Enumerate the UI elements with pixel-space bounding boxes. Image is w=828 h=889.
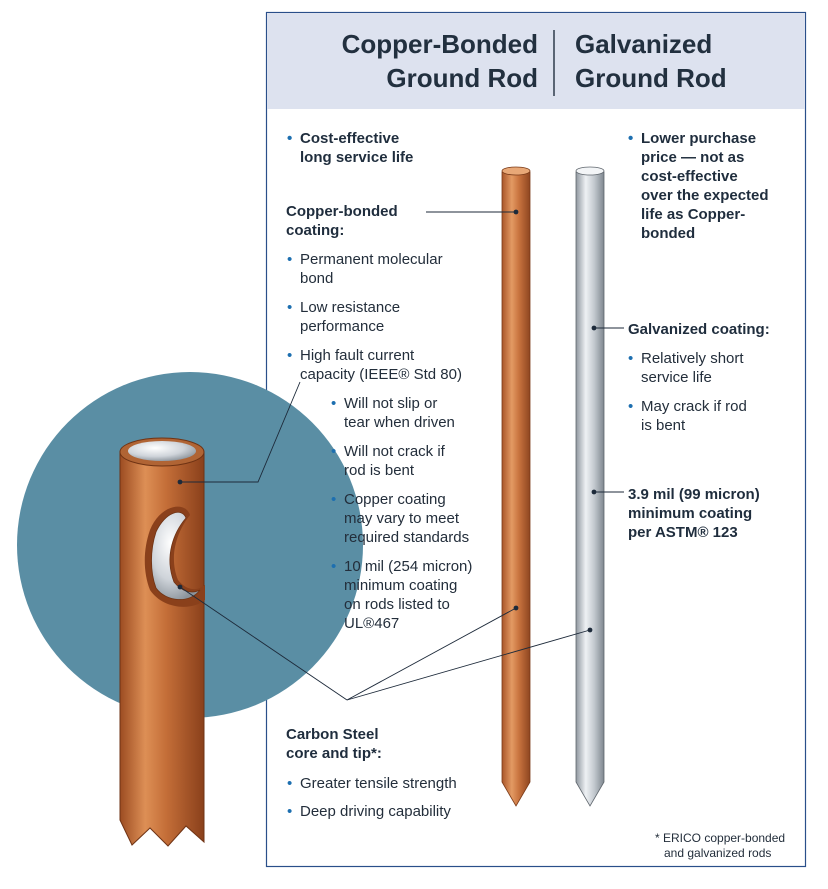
galv-top-bullet-line5: life as Copper- — [641, 206, 746, 223]
copper-bullet-3-line2: capacity (IEEE® Std 80) — [300, 366, 462, 383]
core-heading-line1: Carbon Steel — [286, 726, 379, 743]
copper-top-bullet-line2: long service life — [300, 149, 414, 166]
copper-sub-bullet-4-line1: 10 mil (254 micron) — [331, 557, 472, 576]
galv-top-bullet-line2: price — not as — [641, 149, 745, 166]
copper-coating-heading-line2: coating: — [286, 222, 345, 239]
copper-bullet-1-line2: bond — [300, 270, 334, 287]
copper-bullet-1-line1: Permanent molecular — [287, 250, 443, 269]
galv-bullet-2-line2: is bent — [641, 417, 686, 434]
copper-bullet-3-line1: High fault current — [287, 346, 414, 365]
header-copper-title-line1: Copper-Bonded — [341, 29, 538, 59]
copper-top-bullet-line1: Cost-effective — [287, 129, 399, 148]
copper-sub-bullet-2-line2: rod is bent — [344, 462, 415, 479]
galv-bullet-2-line1: May crack if rod — [628, 397, 747, 416]
copper-bullet-2-line1: Low resistance — [287, 298, 400, 317]
copper-sub-bullet-4-line2: minimum coating — [344, 577, 458, 594]
copper-sub-bullet-3-line1: Copper coating — [331, 490, 446, 509]
copper-sub-bullet-2-line1: Will not crack if — [331, 442, 445, 461]
galv-top-bullet-line6: bonded — [641, 225, 696, 242]
copper-sub-bullet-4-line4: UL®467 — [344, 615, 400, 632]
copper-sub-bullet-3-line2: may vary to meet — [344, 510, 460, 527]
copper-bonded-rod — [501, 166, 531, 807]
galv-spec-line3: per ASTM® 123 — [628, 524, 738, 541]
header-band — [267, 13, 805, 109]
galv-top-bullet-line1: Lower purchase — [628, 129, 756, 148]
copper-sub-bullet-3-line3: required standards — [344, 529, 470, 546]
core-heading-line2: core and tip*: — [286, 745, 382, 762]
copper-sub-bullet-4-line3: on rods listed to — [344, 596, 450, 613]
copper-coating-heading-line1: Copper-bonded — [286, 203, 398, 220]
footnote-line2: and galvanized rods — [664, 846, 772, 860]
leader-dots — [177, 209, 597, 633]
core-bullet-1: Greater tensile strength — [287, 774, 457, 793]
header-galvanized-title-line2: Ground Rod — [575, 63, 727, 93]
copper-bullet-2-line2: performance — [300, 318, 385, 335]
header-galvanized-title-line1: Galvanized — [575, 29, 713, 59]
header-copper-title-line2: Ground Rod — [386, 63, 538, 93]
galv-spec-line2: minimum coating — [628, 505, 753, 522]
copper-sub-bullet-1-line1: Will not slip or — [331, 394, 437, 413]
leader-lines — [179, 211, 624, 701]
footnote-line1: * ERICO copper-bonded — [655, 831, 786, 845]
galv-bullet-1-line1: Relatively short — [628, 349, 743, 368]
galv-coating-heading: Galvanized coating: — [628, 321, 770, 338]
galv-top-bullet-line4: over the expected — [641, 187, 769, 204]
core-bullet-2: Deep driving capability — [287, 802, 451, 821]
galvanized-rod — [575, 166, 605, 807]
galv-bullet-1-line2: service life — [641, 369, 712, 386]
large-rod-cutaway — [119, 437, 205, 847]
frame-border — [265, 11, 807, 868]
copper-sub-bullet-1-line2: tear when driven — [344, 414, 455, 431]
galv-top-bullet-line3: cost-effective — [641, 168, 738, 185]
galv-spec-line1: 3.9 mil (99 micron) — [628, 486, 760, 503]
